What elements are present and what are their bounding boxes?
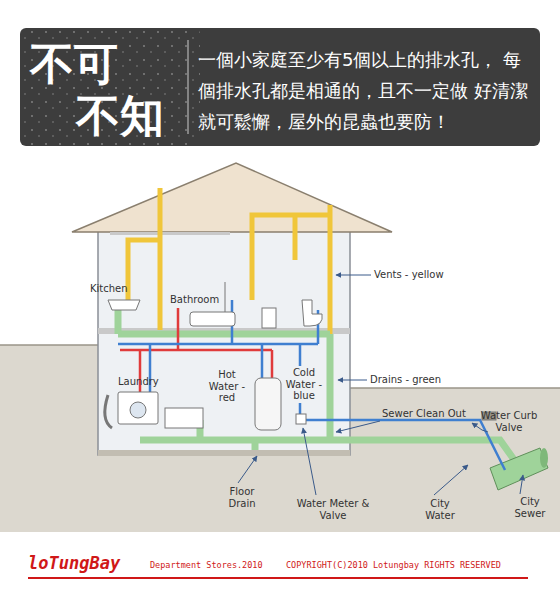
banner-title: 不可 不知: [30, 38, 170, 142]
callout-label: Floor Drain: [218, 486, 266, 509]
pipe-legend-label: Hot Water - red: [204, 368, 250, 405]
banner-text: 一個小家庭至少有5個以上的排水孔， 每個排水孔都是相通的，且不一定做 好清潔就可…: [198, 44, 536, 137]
banner: [20, 28, 540, 146]
callout-label: City Water: [418, 498, 462, 521]
vent-pipes: [128, 188, 330, 335]
footer-text: Department Stores.2010: [150, 561, 263, 571]
pipe-legend-label: Vents - yellow: [374, 269, 444, 281]
roof: [72, 163, 392, 232]
callout-label: Water Meter & Valve: [292, 498, 374, 521]
city-sewer-pipe: [490, 448, 548, 490]
cold-water-pipes: [118, 300, 505, 470]
brand-logo: loTungBay: [28, 554, 120, 574]
leader-lines: [238, 275, 523, 495]
pipe-legend-label: Drains - green: [370, 374, 441, 386]
callout-label: Water Curb Valve: [478, 410, 540, 433]
callout-label: Sewer Clean Out: [382, 408, 466, 420]
room-label: Laundry: [118, 376, 159, 388]
fixtures: [105, 282, 496, 430]
footer-rule: [28, 577, 528, 579]
callout-label: City Sewer: [508, 496, 552, 519]
copyright-text: COPYRIGHT(C)2010 Lotungbay RIGHTS RESERV…: [286, 561, 501, 571]
pipe-legend-label: Cold Water - blue: [282, 366, 326, 403]
room-label: Kitchen: [90, 283, 128, 295]
floor-slab: [98, 328, 350, 334]
room-label: Bathroom: [170, 294, 219, 306]
